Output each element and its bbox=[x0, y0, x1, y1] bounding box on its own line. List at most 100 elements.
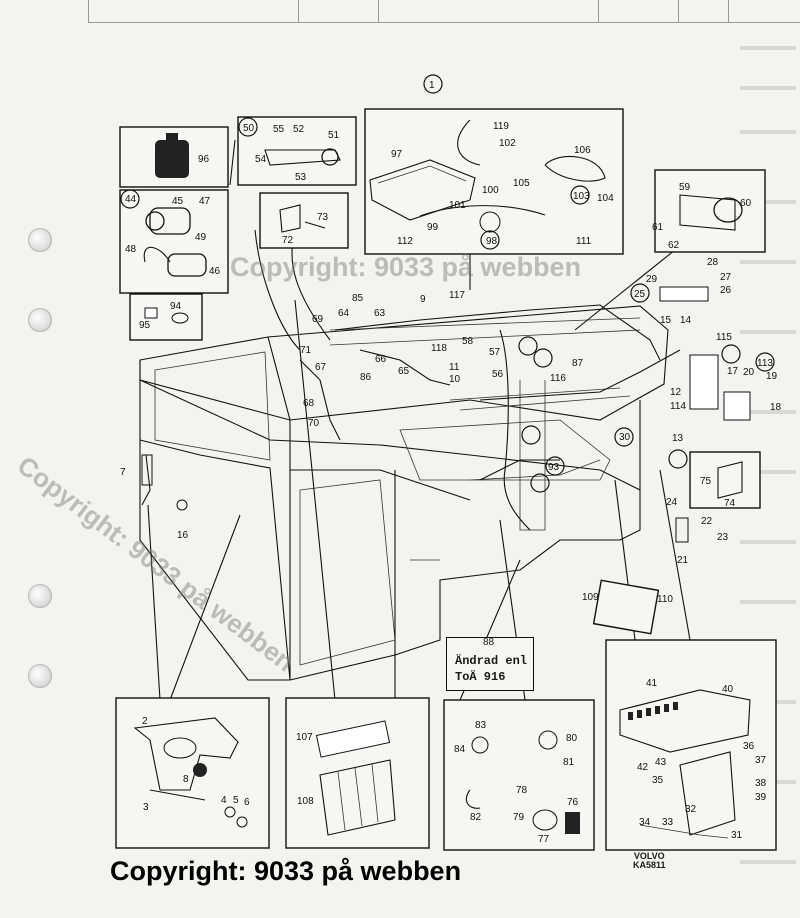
callout-87: 87 bbox=[572, 358, 584, 369]
callout-10: 10 bbox=[449, 374, 461, 385]
callout-17: 17 bbox=[727, 366, 739, 377]
callout-31: 31 bbox=[731, 830, 743, 841]
callout-23: 23 bbox=[717, 532, 729, 543]
callout-64: 64 bbox=[338, 308, 350, 319]
callout-113: 113 bbox=[757, 358, 773, 369]
callout-57: 57 bbox=[489, 347, 501, 358]
callout-70: 70 bbox=[308, 418, 320, 429]
callout-96: 96 bbox=[198, 154, 210, 165]
callout-116: 116 bbox=[550, 373, 566, 384]
callout-74: 74 bbox=[724, 498, 736, 509]
callout-117: 117 bbox=[449, 290, 465, 301]
callout-110: 110 bbox=[657, 594, 673, 605]
header-table-strip bbox=[88, 0, 800, 23]
callout-53: 53 bbox=[295, 172, 307, 183]
box-parts-97 bbox=[364, 108, 624, 255]
callout-77: 77 bbox=[538, 834, 550, 845]
punch-hole bbox=[28, 584, 52, 608]
callout-73: 73 bbox=[317, 212, 329, 223]
callout-75: 75 bbox=[700, 476, 712, 487]
callout-25: 25 bbox=[634, 289, 646, 300]
callout-33: 33 bbox=[662, 817, 674, 828]
callout-29: 29 bbox=[646, 274, 658, 285]
callout-100: 100 bbox=[482, 185, 499, 196]
callout-13: 13 bbox=[672, 433, 684, 444]
callout-51: 51 bbox=[328, 130, 340, 141]
callout-62: 62 bbox=[668, 240, 680, 251]
callout-107: 107 bbox=[296, 732, 313, 743]
callout-93: 93 bbox=[548, 462, 560, 473]
note-number: 88 bbox=[483, 637, 495, 648]
callout-118: 118 bbox=[431, 343, 447, 354]
callout-37: 37 bbox=[755, 755, 767, 766]
callout-55: 55 bbox=[273, 124, 285, 135]
callout-42: 42 bbox=[637, 762, 649, 773]
note-line-1: Ändrad enl bbox=[455, 654, 528, 668]
box-parts-72 bbox=[259, 192, 349, 249]
callout-49: 49 bbox=[195, 232, 207, 243]
callout-16: 16 bbox=[177, 530, 189, 541]
callout-63: 63 bbox=[374, 308, 386, 319]
part-96-drawing bbox=[155, 140, 189, 178]
callout-34: 34 bbox=[639, 817, 651, 828]
callout-40: 40 bbox=[722, 684, 734, 695]
callout-101: 101 bbox=[449, 200, 466, 211]
callout-14: 14 bbox=[680, 315, 692, 326]
callout-35: 35 bbox=[652, 775, 664, 786]
callout-11: 11 bbox=[449, 362, 460, 373]
callout-1: 1 bbox=[429, 80, 435, 91]
callout-6: 6 bbox=[244, 797, 250, 808]
callout-59: 59 bbox=[679, 182, 691, 193]
callout-71: 71 bbox=[300, 345, 312, 356]
callout-102: 102 bbox=[499, 138, 516, 149]
revision-note-box: 88 Ändrad enl ToÄ 916 bbox=[446, 637, 534, 691]
callout-83: 83 bbox=[475, 720, 487, 731]
callout-109: 109 bbox=[582, 592, 599, 603]
callout-4: 4 bbox=[221, 795, 227, 806]
callout-97: 97 bbox=[391, 149, 403, 160]
callout-50: 50 bbox=[243, 123, 255, 134]
box-parts-50 bbox=[237, 116, 357, 186]
callout-69: 69 bbox=[312, 314, 324, 325]
callout-82: 82 bbox=[470, 812, 482, 823]
box-parts-59 bbox=[654, 169, 766, 253]
callout-65: 65 bbox=[398, 366, 410, 377]
box-parts-2 bbox=[115, 697, 270, 849]
callout-22: 22 bbox=[701, 516, 713, 527]
box-parts-40 bbox=[605, 639, 777, 851]
callout-20: 20 bbox=[743, 367, 755, 378]
callout-15: 15 bbox=[660, 315, 672, 326]
callout-76: 76 bbox=[567, 797, 579, 808]
punch-hole bbox=[28, 308, 52, 332]
callout-48: 48 bbox=[125, 244, 137, 255]
callout-85: 85 bbox=[352, 293, 364, 304]
callout-66: 66 bbox=[375, 354, 387, 365]
box-parts-107 bbox=[285, 697, 430, 849]
callout-28: 28 bbox=[707, 257, 719, 268]
callout-39: 39 bbox=[755, 792, 767, 803]
callout-86: 86 bbox=[360, 372, 372, 383]
callout-12: 12 bbox=[670, 387, 682, 398]
callout-54: 54 bbox=[255, 154, 267, 165]
callout-103: 103 bbox=[573, 191, 590, 202]
callout-111: 111 bbox=[576, 236, 592, 247]
note-line-2: ToÄ 916 bbox=[455, 670, 506, 684]
callout-5: 5 bbox=[233, 795, 239, 806]
callout-24: 24 bbox=[666, 497, 678, 508]
callout-61: 61 bbox=[652, 222, 664, 233]
drawing-code: KA5811 bbox=[633, 860, 666, 870]
callout-43: 43 bbox=[655, 757, 667, 768]
callout-115: 115 bbox=[716, 332, 732, 343]
callout-18: 18 bbox=[770, 402, 782, 413]
callout-98: 98 bbox=[486, 236, 498, 247]
callout-26: 26 bbox=[720, 285, 732, 296]
callout-52: 52 bbox=[293, 124, 305, 135]
callout-104: 104 bbox=[597, 193, 614, 204]
callout-94: 94 bbox=[170, 301, 182, 312]
callout-27: 27 bbox=[720, 272, 732, 283]
watermark-upper: Copyright: 9033 på webben bbox=[230, 252, 582, 282]
callout-36: 36 bbox=[743, 741, 755, 752]
manufacturer-mark: VOLVO KA5811 bbox=[633, 852, 666, 870]
callout-56: 56 bbox=[492, 369, 504, 380]
